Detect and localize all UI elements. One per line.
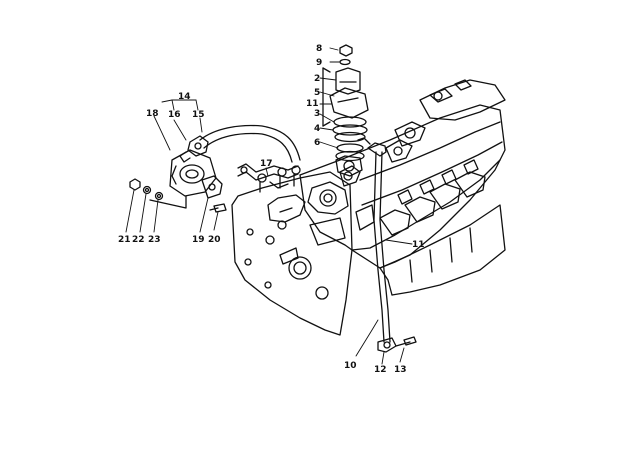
leader-lines [125,47,413,365]
callout-20: 20 [208,235,221,245]
callout-15: 15 [192,110,205,120]
callout-3: 3 [314,109,320,119]
callout-14: 14 [178,92,191,102]
injector-line-assembly [237,163,301,193]
callout-22: 22 [132,235,145,245]
callout-6: 6 [314,138,320,148]
callout-18: 18 [146,109,159,119]
callout-19: 19 [192,235,205,245]
callout-2: 2 [314,74,320,84]
small-fasteners [129,178,164,201]
callout-13: 13 [394,365,407,375]
callout-23: 23 [148,235,161,245]
engine-block [231,79,506,336]
callout-5: 5 [314,88,320,98]
thermostat-stack [322,44,369,177]
callout-9: 9 [316,58,322,68]
callout-10: 10 [344,361,357,371]
callout-labels: 8 9 2 5 11 3 4 6 11 10 12 13 14 18 16 15… [118,44,425,375]
callout-4: 4 [314,124,320,134]
callout-17: 17 [260,159,273,169]
callout-11-top: 11 [306,99,319,109]
dipstick-tube [357,137,417,353]
callout-21: 21 [118,235,131,245]
callout-8: 8 [316,44,322,54]
callout-16: 16 [168,110,181,120]
pump-and-pipe-assembly [149,124,301,213]
callout-11-right: 11 [412,240,425,250]
callout-12: 12 [374,365,387,375]
